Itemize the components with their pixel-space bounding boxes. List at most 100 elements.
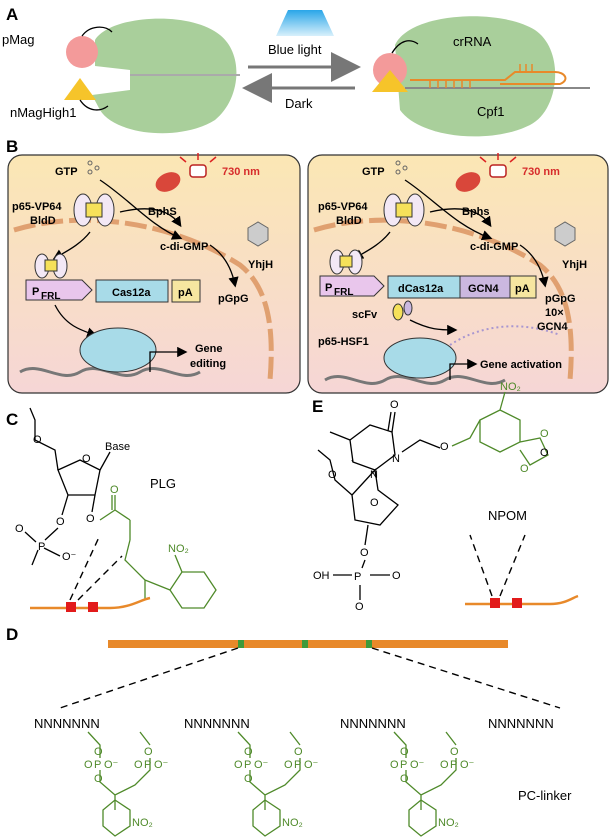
e-o5: O <box>328 469 337 481</box>
tenx-label: 10× <box>545 307 564 319</box>
c-mod-site-1 <box>66 602 76 612</box>
c-ester-bonds <box>99 495 131 540</box>
cas12a-label: Cas12a <box>112 287 151 299</box>
scfv-molecule <box>392 300 413 321</box>
light-bulb-icon-right <box>479 153 517 178</box>
d1-o3: O <box>94 773 103 785</box>
c-zoom-line-1 <box>69 534 101 601</box>
nmaghigh1-triangle-left <box>64 78 96 100</box>
cpf1-protein-right <box>395 16 556 137</box>
panel-d-letter: D <box>6 625 18 644</box>
d-zoom-line-right <box>371 647 561 709</box>
d1-p1: P <box>94 759 101 771</box>
pa-box-right <box>509 275 537 299</box>
dcas12a-label: dCas12a <box>398 283 444 295</box>
bphs-enzyme-left <box>155 172 181 192</box>
npom-label: NPOM <box>488 508 527 523</box>
c-base-bond <box>99 451 111 471</box>
e-p: P <box>354 571 361 583</box>
panel-a-letter: A <box>6 5 18 24</box>
cdigmp-right: c-di-GMP <box>470 241 518 253</box>
crrna-label: crRNA <box>453 34 492 49</box>
yhjh-right: YhjH <box>562 259 587 271</box>
cdigmp-left: c-di-GMP <box>160 241 208 253</box>
gtp-to-cdigmp-arrow-left <box>99 179 183 240</box>
promoter-p-left: P <box>32 286 39 298</box>
d1-om1: O⁻ <box>104 759 119 771</box>
e-dioxole <box>519 437 549 466</box>
bphs-enzyme-right <box>455 172 481 192</box>
e-mod-site-2 <box>512 598 522 608</box>
d-seq-4: NNNNNNN <box>488 716 554 731</box>
d2-o1: O <box>244 746 253 758</box>
cell-right <box>307 154 609 394</box>
bldd-left: BldD <box>30 215 56 227</box>
e-n1: N <box>370 469 378 481</box>
gtp-left: GTP <box>55 166 78 178</box>
nucleus-membrane-left <box>13 217 274 381</box>
activator-complex-right <box>383 193 425 227</box>
d-pc-site-1 <box>238 640 244 648</box>
scfv-arrow <box>409 319 458 336</box>
d2-no2: NO₂ <box>282 817 303 829</box>
editing-label-left: editing <box>190 358 226 370</box>
nucleus-membrane-right <box>313 217 574 381</box>
cas12a-box <box>95 279 169 303</box>
cdigmp-to-pgpg-arrow-left <box>209 244 239 288</box>
promoter-frl-label-left: FRL <box>41 291 60 302</box>
dcas12a-protein <box>383 337 457 379</box>
e-sugar-o: O <box>370 497 379 509</box>
gcn4-label: GCN4 <box>468 283 499 295</box>
d3-o4: O <box>450 746 459 758</box>
p65-vp64-right: p65-VP64 <box>318 201 368 213</box>
e-3o <box>364 524 369 546</box>
c-ring-o: O <box>82 453 91 465</box>
d2-om2: O⁻ <box>304 759 319 771</box>
pgpg-left: pGpG <box>218 293 249 305</box>
d1-no2: NO₂ <box>132 817 153 829</box>
nmaghigh1-triangle-right <box>372 70 408 92</box>
d2-p2: P <box>294 759 301 771</box>
c-oligo <box>30 596 151 610</box>
gcn4-array <box>449 325 561 346</box>
c-o-top: O <box>15 523 24 535</box>
d2-p1: P <box>244 759 251 771</box>
panel-e: E O N N O NO₂ O O O O O O OH P O O NPOM <box>312 381 579 613</box>
p65-vp64-left: p65-VP64 <box>12 201 62 213</box>
e-ring-o: O <box>540 447 549 459</box>
d-seq-1: NNNNNNN <box>34 716 100 731</box>
c-ominus: O⁻ <box>62 551 77 563</box>
binding-arrow-left <box>119 208 182 228</box>
d-seq-3: NNNNNNN <box>340 716 406 731</box>
crrna-pairing <box>429 64 533 88</box>
e-pyrimidine-ring <box>349 424 396 471</box>
scfv-label: scFv <box>352 309 378 321</box>
activator-nucleus-right <box>329 249 363 275</box>
bphs-right: Bphs <box>462 206 490 218</box>
d3-p2: P <box>450 759 457 771</box>
pa-box-left <box>171 279 201 303</box>
c-2o-bond <box>91 494 96 513</box>
promoter-frl-left <box>25 279 93 301</box>
expression-arrow-left <box>54 304 98 338</box>
gtp-dots-left <box>87 160 100 175</box>
d3-no2: NO₂ <box>438 817 459 829</box>
genomic-dna-right <box>324 375 506 385</box>
gene-arrow-left <box>149 346 188 372</box>
gtp-to-cdigmp-arrow-right <box>404 179 493 241</box>
e-link-o: O <box>440 441 449 453</box>
plg-label: PLG <box>150 476 176 491</box>
e-oh: OH <box>313 570 330 582</box>
activator-nucleus-left <box>34 253 68 279</box>
e-nitro-ring <box>479 391 521 453</box>
pc-linker-unit-2: O P O O⁻ O O P O O⁻ NO₂ <box>234 731 319 837</box>
bldd-right: BldD <box>336 215 362 227</box>
d1-o1: O <box>94 746 103 758</box>
d3-om2: O⁻ <box>460 759 475 771</box>
panel-c: C O O Base O P O O⁻ O O NO₂ PLG <box>6 407 217 612</box>
e-zoom-line-2 <box>499 534 526 597</box>
d-pc-site-2 <box>302 640 308 648</box>
blue-light-icon <box>276 10 334 36</box>
promoter-p-right: P <box>325 282 332 294</box>
light-bulb-icon-left <box>179 153 217 178</box>
